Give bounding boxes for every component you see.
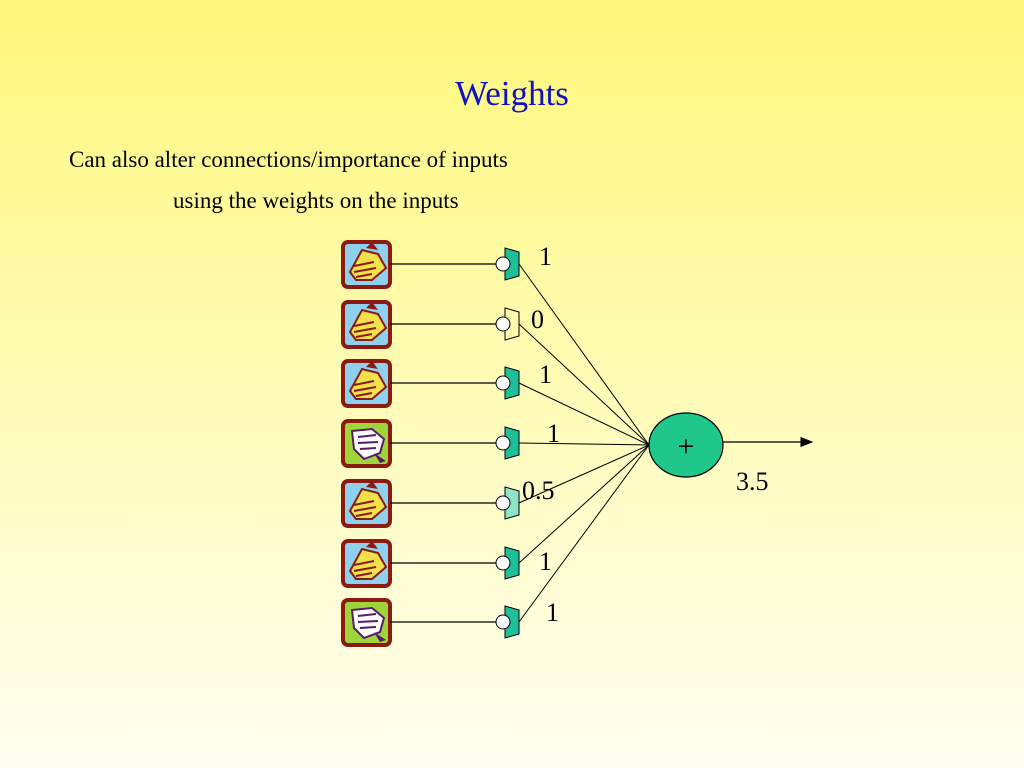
- input-terminal: [495, 256, 511, 272]
- input-row: 0: [341, 300, 544, 349]
- input-terminal: [495, 555, 511, 571]
- weight-label: 1: [539, 547, 552, 576]
- input-terminal: [495, 375, 511, 391]
- connection-line: [518, 444, 650, 564]
- connection-line: [518, 442, 650, 446]
- slide-title: Weights: [455, 74, 569, 113]
- weight-label: 1: [547, 419, 560, 448]
- connection-line: [518, 444, 650, 623]
- thumbs-down-icon: [341, 598, 392, 647]
- thumbs-up-icon: [341, 479, 392, 528]
- thumbs-up-icon: [341, 359, 392, 408]
- input-row: 1: [341, 359, 552, 408]
- inputs-layer: 1 0 1 1 0.5 1 1: [341, 240, 560, 647]
- plus-symbol: +: [678, 430, 695, 463]
- weight-label: 1: [539, 242, 552, 271]
- weight-label: 1: [546, 598, 559, 627]
- input-row: 1: [341, 419, 560, 468]
- subtitle-line-2: using the weights on the inputs: [173, 188, 459, 213]
- input-terminal: [495, 495, 511, 511]
- weight-label: 0.5: [522, 476, 555, 505]
- input-row: 1: [341, 240, 552, 289]
- connection-line: [518, 382, 650, 446]
- input-terminal: [495, 316, 511, 332]
- thumbs-up-icon: [341, 539, 392, 588]
- weight-label: 0: [531, 305, 544, 334]
- summation-circle: [648, 412, 724, 478]
- thumbs-down-icon: [341, 419, 392, 468]
- summation-node: +: [648, 412, 724, 478]
- input-terminal: [495, 435, 511, 451]
- connection-line: [518, 444, 650, 504]
- subtitle-line-1: Can also alter connections/importance of…: [69, 147, 508, 172]
- input-row: 0.5: [341, 476, 555, 528]
- input-row: 1: [341, 598, 559, 647]
- output-value: 3.5: [736, 467, 769, 496]
- input-terminal: [495, 614, 511, 630]
- thumbs-up-icon: [341, 300, 392, 349]
- connection-line: [518, 263, 650, 446]
- thumbs-up-icon: [341, 240, 392, 289]
- connections-layer: [518, 263, 650, 623]
- input-row: 1: [341, 539, 552, 588]
- connection-line: [518, 323, 650, 446]
- weight-label: 1: [539, 360, 552, 389]
